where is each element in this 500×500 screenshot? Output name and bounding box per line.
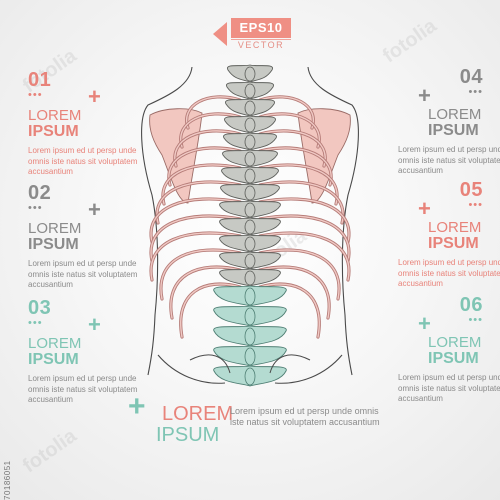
rib-highlight	[174, 130, 241, 167]
plus-icon: +	[88, 312, 101, 337]
plus-icon: +	[88, 197, 101, 222]
rib-highlight	[259, 181, 344, 224]
block-title-line2: IPSUM	[428, 122, 479, 139]
info-block-05: 05 ••• + LOREM IPSUM Lorem ipsum ed ut p…	[398, 180, 500, 290]
lumbar-vertebra	[213, 325, 287, 347]
bottom-title: LOREM IPSUM	[150, 403, 234, 446]
vertebra	[219, 217, 281, 236]
dots-icon: •••	[468, 314, 483, 326]
rib-highlight	[259, 147, 332, 186]
rib-highlight	[259, 249, 340, 300]
block-title-line1: LOREM	[28, 335, 82, 352]
block-title-line1: LOREM	[28, 107, 82, 124]
rib-highlight	[160, 249, 241, 300]
plus-icon: +	[418, 83, 431, 108]
block-title-line1: LOREM	[428, 334, 482, 351]
block-title-line2: IPSUM	[428, 350, 479, 367]
block-number: 04	[459, 66, 483, 88]
block-title-line1: LOREM	[28, 220, 82, 237]
bottom-body: Lorem ipsum ed ut persp unde omnis iste …	[230, 406, 380, 427]
bottom-title-line1: LOREM	[162, 403, 234, 425]
block-number: 05	[459, 179, 483, 201]
info-block-01: 01 ••• + LOREM IPSUM Lorem ipsum ed ut p…	[28, 70, 143, 178]
stock-id: 70186051	[3, 460, 12, 500]
block-body: Lorem ipsum ed ut persp unde omnis iste …	[398, 373, 500, 403]
rib-cage	[149, 95, 351, 339]
block-title-line2: IPSUM	[428, 235, 479, 252]
vertebra	[219, 200, 281, 219]
rib-highlight	[259, 215, 350, 262]
block-title-line2: IPSUM	[28, 123, 79, 140]
block-body: Lorem ipsum ed ut persp unde omnis iste …	[28, 146, 138, 176]
rib-highlight	[259, 96, 315, 129]
rib-highlight	[180, 113, 241, 148]
block-title-line2: IPSUM	[28, 236, 79, 253]
block-number: 02	[28, 182, 52, 204]
arrow-left-icon	[213, 22, 227, 46]
dots-icon: •••	[468, 199, 483, 211]
info-block-06: 06 ••• + LOREM IPSUM Lorem ipsum ed ut p…	[398, 295, 500, 405]
rib-highlight	[150, 232, 241, 281]
rib-highlight	[259, 232, 350, 281]
vertebra	[222, 149, 278, 168]
rib-highlight	[259, 283, 320, 338]
rib-highlight	[185, 96, 241, 129]
pelvis-outline	[189, 354, 311, 374]
lumbar-vertebra	[213, 285, 287, 307]
plus-icon: +	[418, 196, 431, 221]
rib-highlight	[150, 215, 241, 262]
info-block-04: 04 ••• + LOREM IPSUM Lorem ipsum ed ut p…	[398, 67, 500, 177]
rib-highlight	[259, 164, 338, 205]
dots-icon: •••	[28, 202, 43, 214]
vertebra	[221, 166, 279, 185]
lumbar-vertebra	[213, 365, 287, 387]
block-body: Lorem ipsum ed ut persp unde omnis iste …	[398, 145, 500, 175]
vertebra	[219, 268, 281, 287]
dots-icon: •••	[28, 317, 43, 329]
plus-icon: +	[128, 390, 146, 423]
rib-highlight	[259, 266, 330, 319]
vertebra	[226, 81, 274, 100]
lumbar-vertebra	[213, 345, 287, 367]
plus-icon: +	[418, 311, 431, 336]
torso-outline	[141, 66, 359, 384]
rib-highlight	[180, 283, 241, 338]
rib-highlight	[150, 198, 241, 243]
info-block-03: 03 ••• + LOREM IPSUM Lorem ipsum ed ut p…	[28, 298, 143, 406]
vertebra	[225, 98, 275, 117]
vertebra	[224, 115, 276, 134]
lumbar-vertebra	[213, 305, 287, 327]
dots-icon: •••	[468, 86, 483, 98]
badge-main: EPS10	[231, 18, 291, 38]
rib-highlight	[259, 198, 350, 243]
block-body: Lorem ipsum ed ut persp unde omnis iste …	[28, 374, 138, 404]
vertebral-column	[213, 64, 287, 387]
block-number: 03	[28, 297, 52, 319]
block-title-line1: LOREM	[428, 219, 482, 236]
block-body: Lorem ipsum ed ut persp unde omnis iste …	[398, 258, 500, 288]
rib-highlight	[170, 266, 241, 319]
dots-icon: •••	[28, 89, 43, 101]
bottom-title-line2: IPSUM	[156, 424, 220, 446]
vertebra	[220, 183, 280, 202]
block-number: 06	[459, 294, 483, 316]
vertebra	[219, 251, 281, 270]
rib-highlight	[259, 113, 320, 148]
rib-highlight	[168, 147, 241, 186]
plus-icon: +	[88, 84, 101, 109]
rib-highlight	[156, 181, 241, 224]
block-title-line2: IPSUM	[28, 351, 79, 368]
badge-sub: VECTOR	[231, 39, 291, 51]
rib-highlight	[162, 164, 241, 205]
spine-illustration	[141, 64, 359, 387]
vertebra	[227, 64, 273, 83]
block-title-line1: LOREM	[428, 106, 482, 123]
vertebra	[219, 234, 281, 253]
rib-highlight	[259, 130, 326, 167]
block-body: Lorem ipsum ed ut persp unde omnis iste …	[28, 259, 138, 289]
eps-badge: EPS10 VECTOR	[205, 18, 295, 50]
info-block-02: 02 ••• + LOREM IPSUM Lorem ipsum ed ut p…	[28, 183, 143, 291]
block-number: 01	[28, 69, 52, 91]
vertebra	[223, 132, 277, 151]
